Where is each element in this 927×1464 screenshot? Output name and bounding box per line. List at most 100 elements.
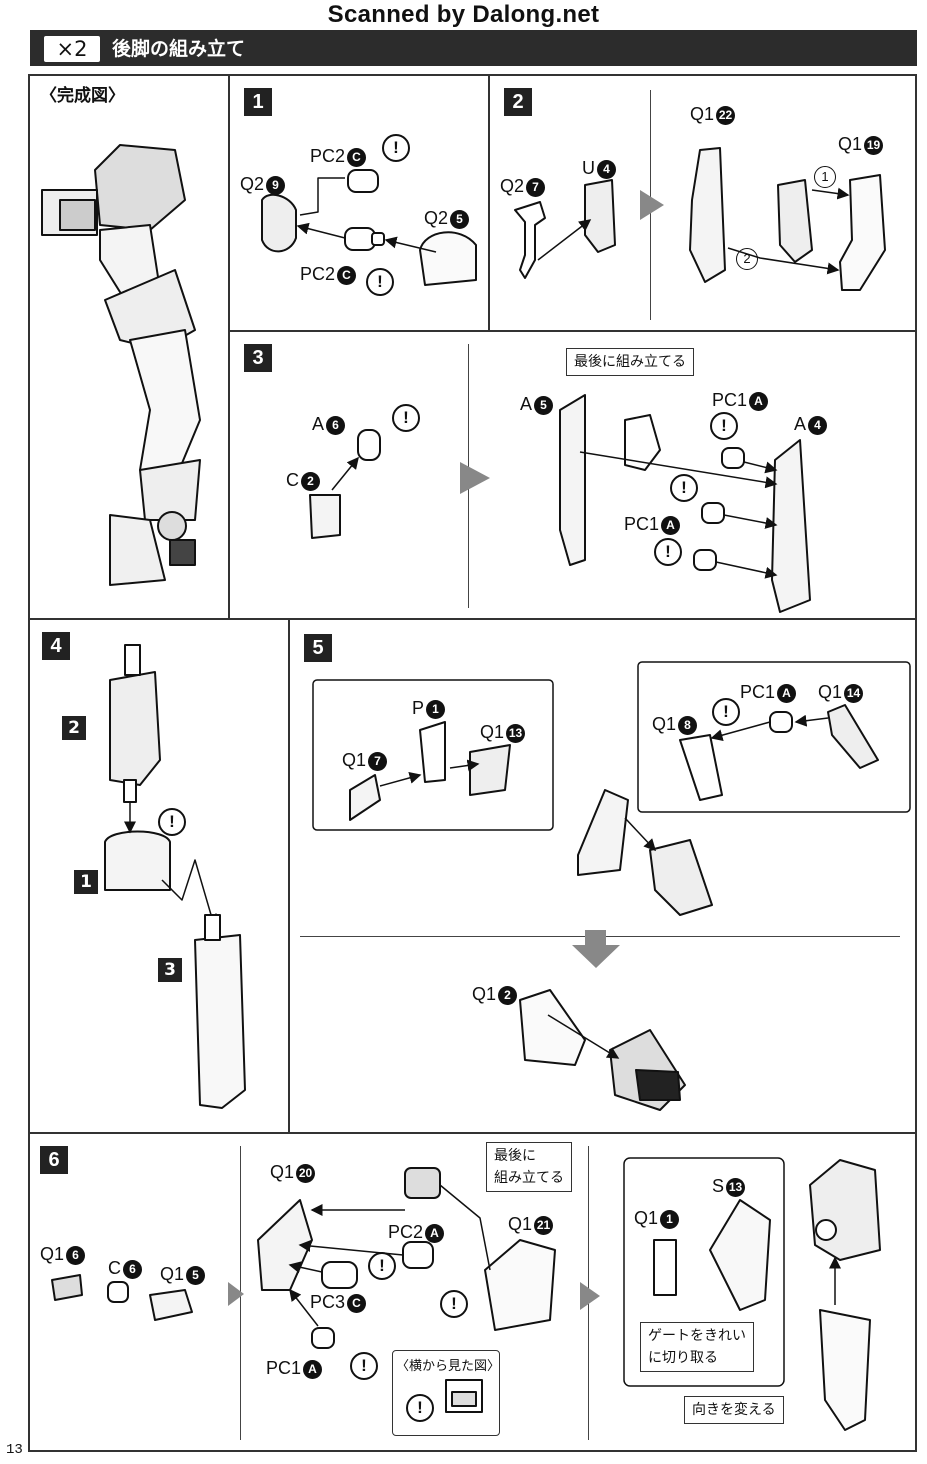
s5-num-8: 8 (678, 715, 698, 735)
s6-circ-a-pc1: A (303, 1359, 323, 1379)
page-number: 13 (6, 1442, 23, 1458)
s6-num-1: 1 (660, 1209, 680, 1229)
s1-num-5: 5 (450, 209, 470, 229)
s3-circ-a-mid: A (661, 515, 681, 535)
s5-warning-icon: ! (712, 698, 740, 726)
s6-note-line2: 組み立てる (494, 1170, 564, 1186)
s6-num-6: 6 (66, 1245, 86, 1265)
s1-warning-icon-bot: ! (366, 268, 394, 296)
s6-gate-line2: に切り取る (648, 1350, 718, 1366)
s6-note-turn: 向きを変える (684, 1396, 784, 1424)
completed-leg-drawing (41, 144, 201, 586)
s5-num-7: 7 (368, 751, 388, 771)
s3-note-assemble-last: 最後に組み立てる (566, 348, 694, 376)
step3-parts (309, 394, 811, 613)
s3-warning-icon-a6: ! (392, 404, 420, 432)
step-number-5: 5 (304, 634, 332, 662)
s3-circ-a-top: A (749, 391, 769, 411)
s2-order-2: 2 (736, 248, 758, 270)
s2-num-19: 19 (864, 135, 884, 155)
step4-parts (104, 644, 246, 1109)
s4-substep-2: 2 (62, 716, 86, 740)
step-number-2: 2 (504, 88, 532, 116)
s4-substep-3: 3 (158, 958, 182, 982)
step-number-4: 4 (42, 632, 70, 660)
s4-warning-icon: ! (158, 808, 186, 836)
s1-circ-c-top: C (347, 147, 367, 167)
s1-warning-icon-top: ! (382, 134, 410, 162)
s4-substep-1: 1 (74, 870, 98, 894)
s6-warning-icon-1: ! (368, 1252, 396, 1280)
s5-num-14: 14 (844, 683, 864, 703)
step-number-1: 1 (244, 88, 272, 116)
s2-num-22: 22 (716, 105, 736, 125)
completed-label: 〈完成図〉 (40, 86, 125, 105)
s2-num-4: 4 (597, 159, 616, 179)
s3-num-4: 4 (808, 415, 828, 435)
s5-num-2: 2 (498, 985, 518, 1005)
s3-num-2: 2 (301, 471, 320, 491)
s3-num-6: 6 (326, 415, 346, 435)
s5-circ-a: A (777, 683, 797, 703)
s6-note-line1: 最後に (494, 1148, 536, 1164)
s1-num-9: 9 (266, 175, 286, 195)
s6-circ-a-pc2: A (425, 1223, 445, 1243)
s5-num-13: 13 (506, 723, 526, 743)
s3-warning-icon-3: ! (654, 538, 682, 566)
s6-num-c6: 6 (123, 1259, 142, 1279)
step-number-6: 6 (40, 1146, 68, 1174)
section-title: 後脚の組み立て (112, 38, 246, 60)
s6-num-21: 21 (534, 1215, 554, 1235)
s1-circ-c-bot: C (337, 265, 357, 285)
s5-num-1: 1 (426, 699, 446, 719)
step6-parts (51, 1157, 881, 1431)
step1-parts (261, 169, 477, 286)
s2-order-1: 1 (814, 166, 836, 188)
scan-watermark: Scanned by Dalong.net (327, 1, 600, 28)
s6-warning-icon-2: ! (440, 1290, 468, 1318)
s6-circ-c: C (347, 1293, 367, 1313)
section-header-bar (30, 30, 917, 66)
step5-subparts (349, 704, 879, 1111)
s6-note-assemble-last: 最後に組み立てる (486, 1142, 572, 1192)
quantity-badge: ×2 (44, 36, 100, 62)
step2-parts (514, 147, 886, 291)
s6-num-5: 5 (186, 1265, 206, 1285)
s6-num-13: 13 (726, 1177, 746, 1197)
s6-warning-icon-side: ! (406, 1394, 434, 1422)
step-number-3: 3 (244, 344, 272, 372)
s6-note-gate: ゲートをきれいに切り取る (640, 1322, 754, 1372)
s3-num-5: 5 (534, 395, 554, 415)
s6-side-view-box (392, 1350, 500, 1436)
step5-parts (312, 661, 911, 831)
s3-warning-icon-2: ! (670, 474, 698, 502)
s2-num-7: 7 (526, 177, 546, 197)
